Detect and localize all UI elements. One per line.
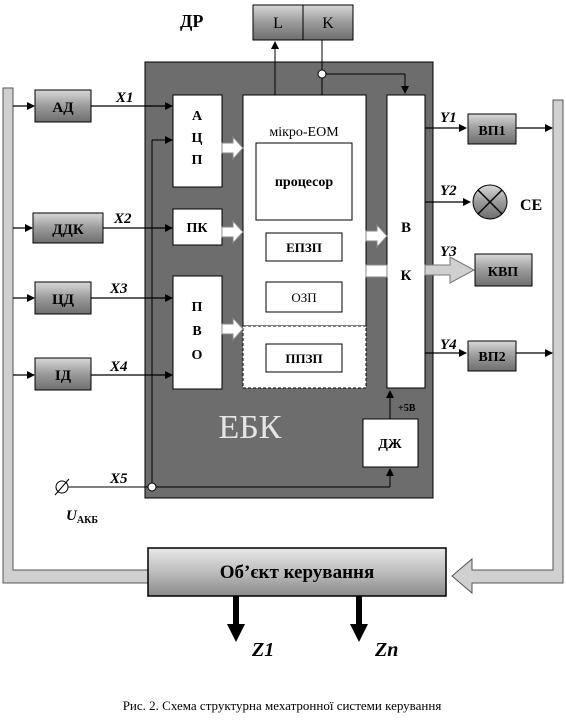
x1-label: X1 bbox=[115, 90, 134, 106]
epzp-label: ЕПЗП bbox=[286, 240, 322, 255]
pvo-letter-3: О bbox=[192, 348, 203, 363]
pvo-block: П В О bbox=[172, 275, 223, 390]
y1-label: Y1 bbox=[440, 110, 457, 126]
micro-computer-block: мікро-ЕОМ процесор ЕПЗП ОЗП bbox=[242, 94, 367, 327]
y3-label: Y3 bbox=[440, 244, 457, 260]
figure-caption: Рис. 2. Схема структурна мехатронної сис… bbox=[123, 698, 442, 713]
junction-dot-top bbox=[317, 69, 327, 79]
pk-label: ПК bbox=[186, 221, 208, 236]
sensor-id: ІД bbox=[34, 357, 92, 391]
adc-letter-1: А bbox=[192, 109, 203, 124]
ebk-label: ЕБК bbox=[219, 409, 282, 446]
bus-arrow-epzp bbox=[365, 223, 388, 249]
ad-label: АД bbox=[52, 100, 74, 116]
x3-label: X3 bbox=[109, 281, 128, 297]
cd-label: ЦД bbox=[52, 292, 75, 308]
processor-block bbox=[255, 142, 353, 221]
k-label: K bbox=[322, 15, 334, 32]
top-connection-lines bbox=[271, 40, 409, 95]
l-label: L bbox=[273, 15, 283, 32]
se-label: СЕ bbox=[520, 197, 542, 214]
ddk-label: ДДК bbox=[52, 222, 84, 238]
kvp-label: КВП bbox=[488, 265, 518, 280]
output-z-arrows bbox=[227, 596, 368, 642]
battery-terminal-symbol bbox=[54, 478, 70, 496]
ppzp-area: ППЗП bbox=[242, 325, 367, 389]
pk-block: ПК bbox=[172, 208, 223, 246]
epzp-block bbox=[265, 232, 343, 262]
lk-block: L K bbox=[252, 4, 354, 41]
internal-bus-arrows bbox=[221, 135, 388, 342]
zn-label: Zn bbox=[374, 639, 398, 661]
sensor-ad: АД bbox=[34, 89, 92, 123]
kvp-hollow-arrow bbox=[424, 256, 476, 284]
u-akb-sub: АКБ bbox=[77, 515, 98, 526]
plus5-label: +5В bbox=[398, 403, 416, 414]
dr-label: ДР bbox=[180, 11, 203, 31]
y2-label: Y2 bbox=[440, 183, 457, 199]
actuator-vp1: ВП1 bbox=[467, 113, 517, 145]
pvo-letter-1: П bbox=[192, 300, 203, 315]
actuator-vp2: ВП2 bbox=[467, 340, 517, 372]
ozp-label: ОЗП bbox=[291, 290, 316, 305]
y4-label: Y4 bbox=[440, 337, 457, 353]
vk-letter-1: В bbox=[401, 220, 411, 236]
bus-strip-vk bbox=[365, 264, 388, 278]
u-akb-main: U bbox=[66, 508, 78, 524]
vk-letter-2: К bbox=[401, 268, 412, 284]
right-feedback-frame bbox=[451, 99, 564, 595]
ppzp-block bbox=[265, 343, 343, 373]
ppzp-label: ППЗП bbox=[285, 351, 322, 366]
junction-dot-supply bbox=[147, 482, 157, 492]
sensor-cd: ЦД bbox=[34, 281, 92, 315]
vp1-label: ВП1 bbox=[478, 124, 505, 139]
signal-lamp-se: СЕ bbox=[472, 184, 542, 220]
vk-block: В К bbox=[386, 94, 426, 389]
vp2-label: ВП2 bbox=[478, 350, 505, 365]
adc-block: А Ц П bbox=[172, 94, 223, 188]
bus-arrow-adc bbox=[221, 135, 244, 161]
micro-label: мікро-ЕОМ bbox=[269, 125, 339, 140]
sensor-signal-lines bbox=[91, 102, 173, 379]
control-object-block: Об’єкт керування bbox=[147, 547, 447, 597]
adc-letter-3: П bbox=[192, 153, 203, 168]
ozp-block bbox=[265, 281, 343, 313]
processor-label: процесор bbox=[275, 175, 334, 190]
x2-label: X2 bbox=[113, 211, 132, 227]
z1-label: Z1 bbox=[251, 639, 274, 661]
actuator-kvp: КВП bbox=[474, 253, 533, 287]
adc-letter-2: Ц bbox=[192, 131, 203, 146]
bus-arrow-pk bbox=[221, 219, 244, 245]
bus-arrow-pvo bbox=[221, 316, 244, 342]
object-label: Об’єкт керування bbox=[220, 562, 375, 583]
output-lines bbox=[425, 124, 553, 357]
feedback-to-sensor-arrows bbox=[13, 102, 35, 379]
dzh-label: ДЖ bbox=[378, 437, 402, 452]
u-akb-label: UАКБ bbox=[66, 508, 98, 526]
battery-supply-line bbox=[68, 136, 394, 488]
dzh-block: ДЖ bbox=[362, 418, 419, 468]
sensor-ddk: ДДК bbox=[32, 212, 104, 244]
id-label: ІД bbox=[55, 368, 72, 384]
x4-label: X4 bbox=[109, 359, 128, 375]
x5-label: X5 bbox=[109, 471, 128, 487]
pvo-letter-2: В bbox=[192, 324, 201, 339]
